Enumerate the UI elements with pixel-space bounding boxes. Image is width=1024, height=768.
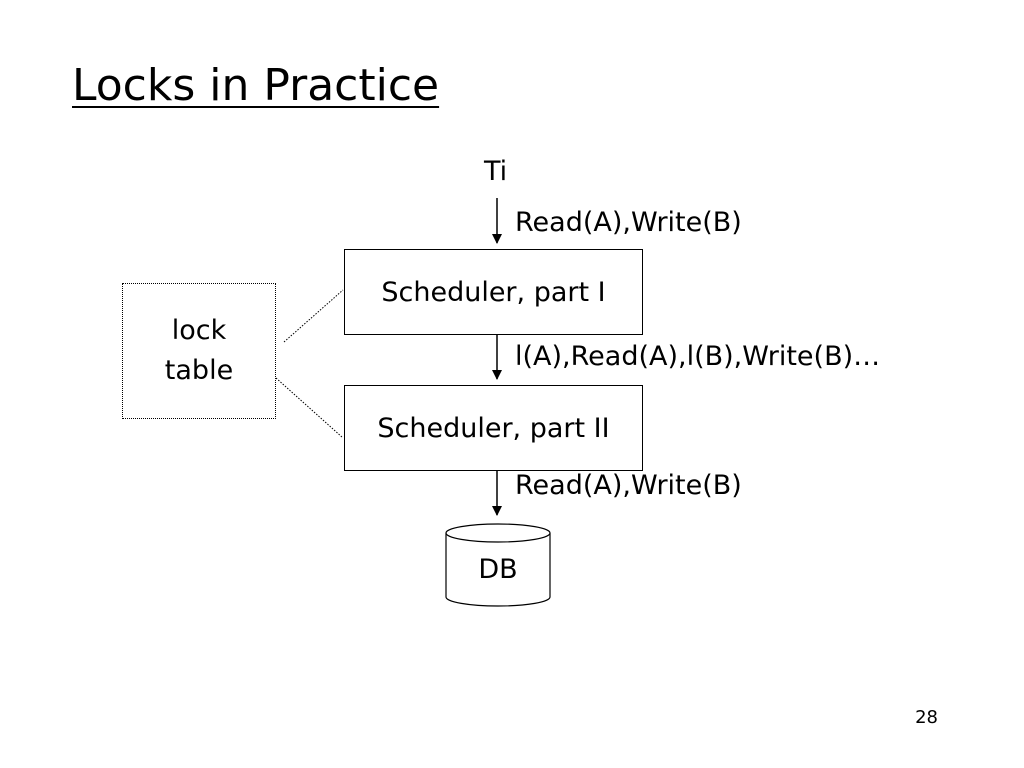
database-label: DB	[478, 554, 518, 585]
dotted-link-scheduler-2	[275, 377, 344, 439]
scheduler-part-2-box: Scheduler, part II	[344, 385, 643, 471]
dotted-link-scheduler-1	[283, 289, 344, 343]
output-operations-label: Read(A),Write(B)	[515, 470, 742, 501]
lock-table-box: lock table	[122, 283, 276, 419]
page-number: 28	[915, 707, 938, 728]
lock-table-label: lock table	[164, 315, 234, 386]
slide-title: Locks in Practice	[72, 60, 440, 111]
input-operations-label: Read(A),Write(B)	[515, 207, 742, 238]
scheduler-part-2-label: Scheduler, part II	[377, 412, 610, 444]
locked-operations-label: l(A),Read(A),l(B),Write(B)…	[515, 341, 881, 372]
database-cylinder	[445, 523, 551, 607]
transaction-label: Ti	[484, 156, 508, 187]
scheduler-part-1-box: Scheduler, part I	[344, 249, 643, 335]
scheduler-part-1-label: Scheduler, part I	[381, 276, 606, 308]
